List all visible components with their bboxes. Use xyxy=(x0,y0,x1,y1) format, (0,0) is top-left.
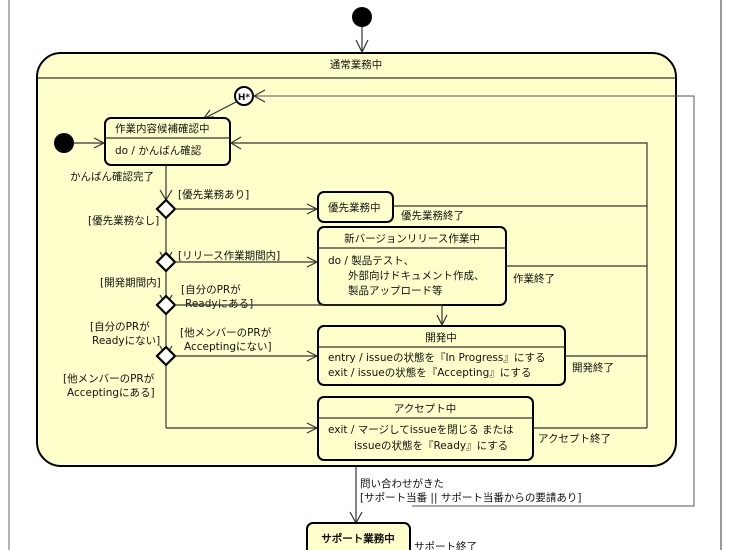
initial-node-top[interactable] xyxy=(352,7,372,27)
state-release-activity: 外部向けドキュメント作成、 xyxy=(348,269,485,282)
label-other-pr-not-accepting: [他メンバーのPRが xyxy=(180,326,272,339)
label-release-in: [リリース作業期間内] xyxy=(178,249,280,262)
return-to-candidate xyxy=(231,142,648,428)
label-accept-end: アクセプト終了 xyxy=(538,432,611,445)
label-support-end: サポート終了 xyxy=(414,540,477,550)
state-release-activity: 製品アップロード等 xyxy=(348,284,443,297)
label-dev-in: [開発期間内] xyxy=(100,276,161,289)
composite-state-name: 通常業務中 xyxy=(330,58,383,71)
arrowhead xyxy=(229,136,242,150)
state-accept-activity: issueの状態を『Ready』にする xyxy=(354,439,508,452)
state-release-activity: do / 製品テスト、 xyxy=(328,254,414,267)
history-label: H* xyxy=(238,93,251,103)
state-candidate[interactable] xyxy=(104,117,231,166)
label-work-end: 作業終了 xyxy=(513,272,555,285)
label-priority-yes: [優先業務あり] xyxy=(178,188,249,201)
state-support[interactable] xyxy=(306,522,411,550)
label-dev-end: 開発終了 xyxy=(572,361,614,374)
support-end-transition xyxy=(254,95,695,507)
label-other-pr-not-accepting: Acceptingにない] xyxy=(184,341,272,353)
label-own-pr-not-ready: [自分のPRが xyxy=(90,320,150,333)
decision-release[interactable] xyxy=(155,251,177,273)
state-accept-activity: exit / マージしてissueを閉じる または xyxy=(328,424,514,436)
state-dev-name: 開発中 xyxy=(425,331,457,344)
label-other-pr-accepting: [他メンバーのPRが xyxy=(63,372,155,385)
label-own-pr-ready: [自分のPRが xyxy=(181,283,241,296)
state-support-name: サポート業務中 xyxy=(321,532,395,545)
state-dev-activity: entry / issueの状態を『In Progress』にする xyxy=(328,351,545,364)
label-priority-no: [優先業務なし] xyxy=(88,214,159,227)
state-candidate-activity: do / かんばん確認 xyxy=(115,144,202,157)
state-release-name: 新バージョンリリース作業中 xyxy=(344,232,480,245)
label-priority-end: 優先業務終了 xyxy=(401,209,464,222)
state-dev-activity: exit / issueの状態を『Accepting』にする xyxy=(328,366,531,379)
label-kanban-done: かんばん確認完了 xyxy=(70,170,154,183)
state-priority-name: 優先業務中 xyxy=(328,201,381,214)
label-own-pr-not-ready: Readyにない] xyxy=(92,335,160,347)
label-own-pr-ready: Readyにある] xyxy=(185,298,253,310)
state-priority[interactable] xyxy=(317,191,394,223)
label-inquiry: [サポート当番 || サポート当番からの要請あり] xyxy=(360,491,581,504)
history-transition xyxy=(204,101,237,119)
decision-other-pr[interactable] xyxy=(155,345,177,367)
arrowhead xyxy=(252,89,266,103)
transition-ready-to-dev xyxy=(175,304,443,325)
decision-priority[interactable] xyxy=(155,198,177,220)
initial-node-inner[interactable] xyxy=(54,133,74,153)
state-candidate-name: 作業内容候補確認中 xyxy=(115,122,210,135)
state-accept-name: アクセプト中 xyxy=(394,402,456,415)
label-inquiry: 問い合わせがきた xyxy=(360,477,444,490)
label-other-pr-accepting: Acceptingにある] xyxy=(67,387,155,399)
decision-own-pr[interactable] xyxy=(155,294,177,316)
